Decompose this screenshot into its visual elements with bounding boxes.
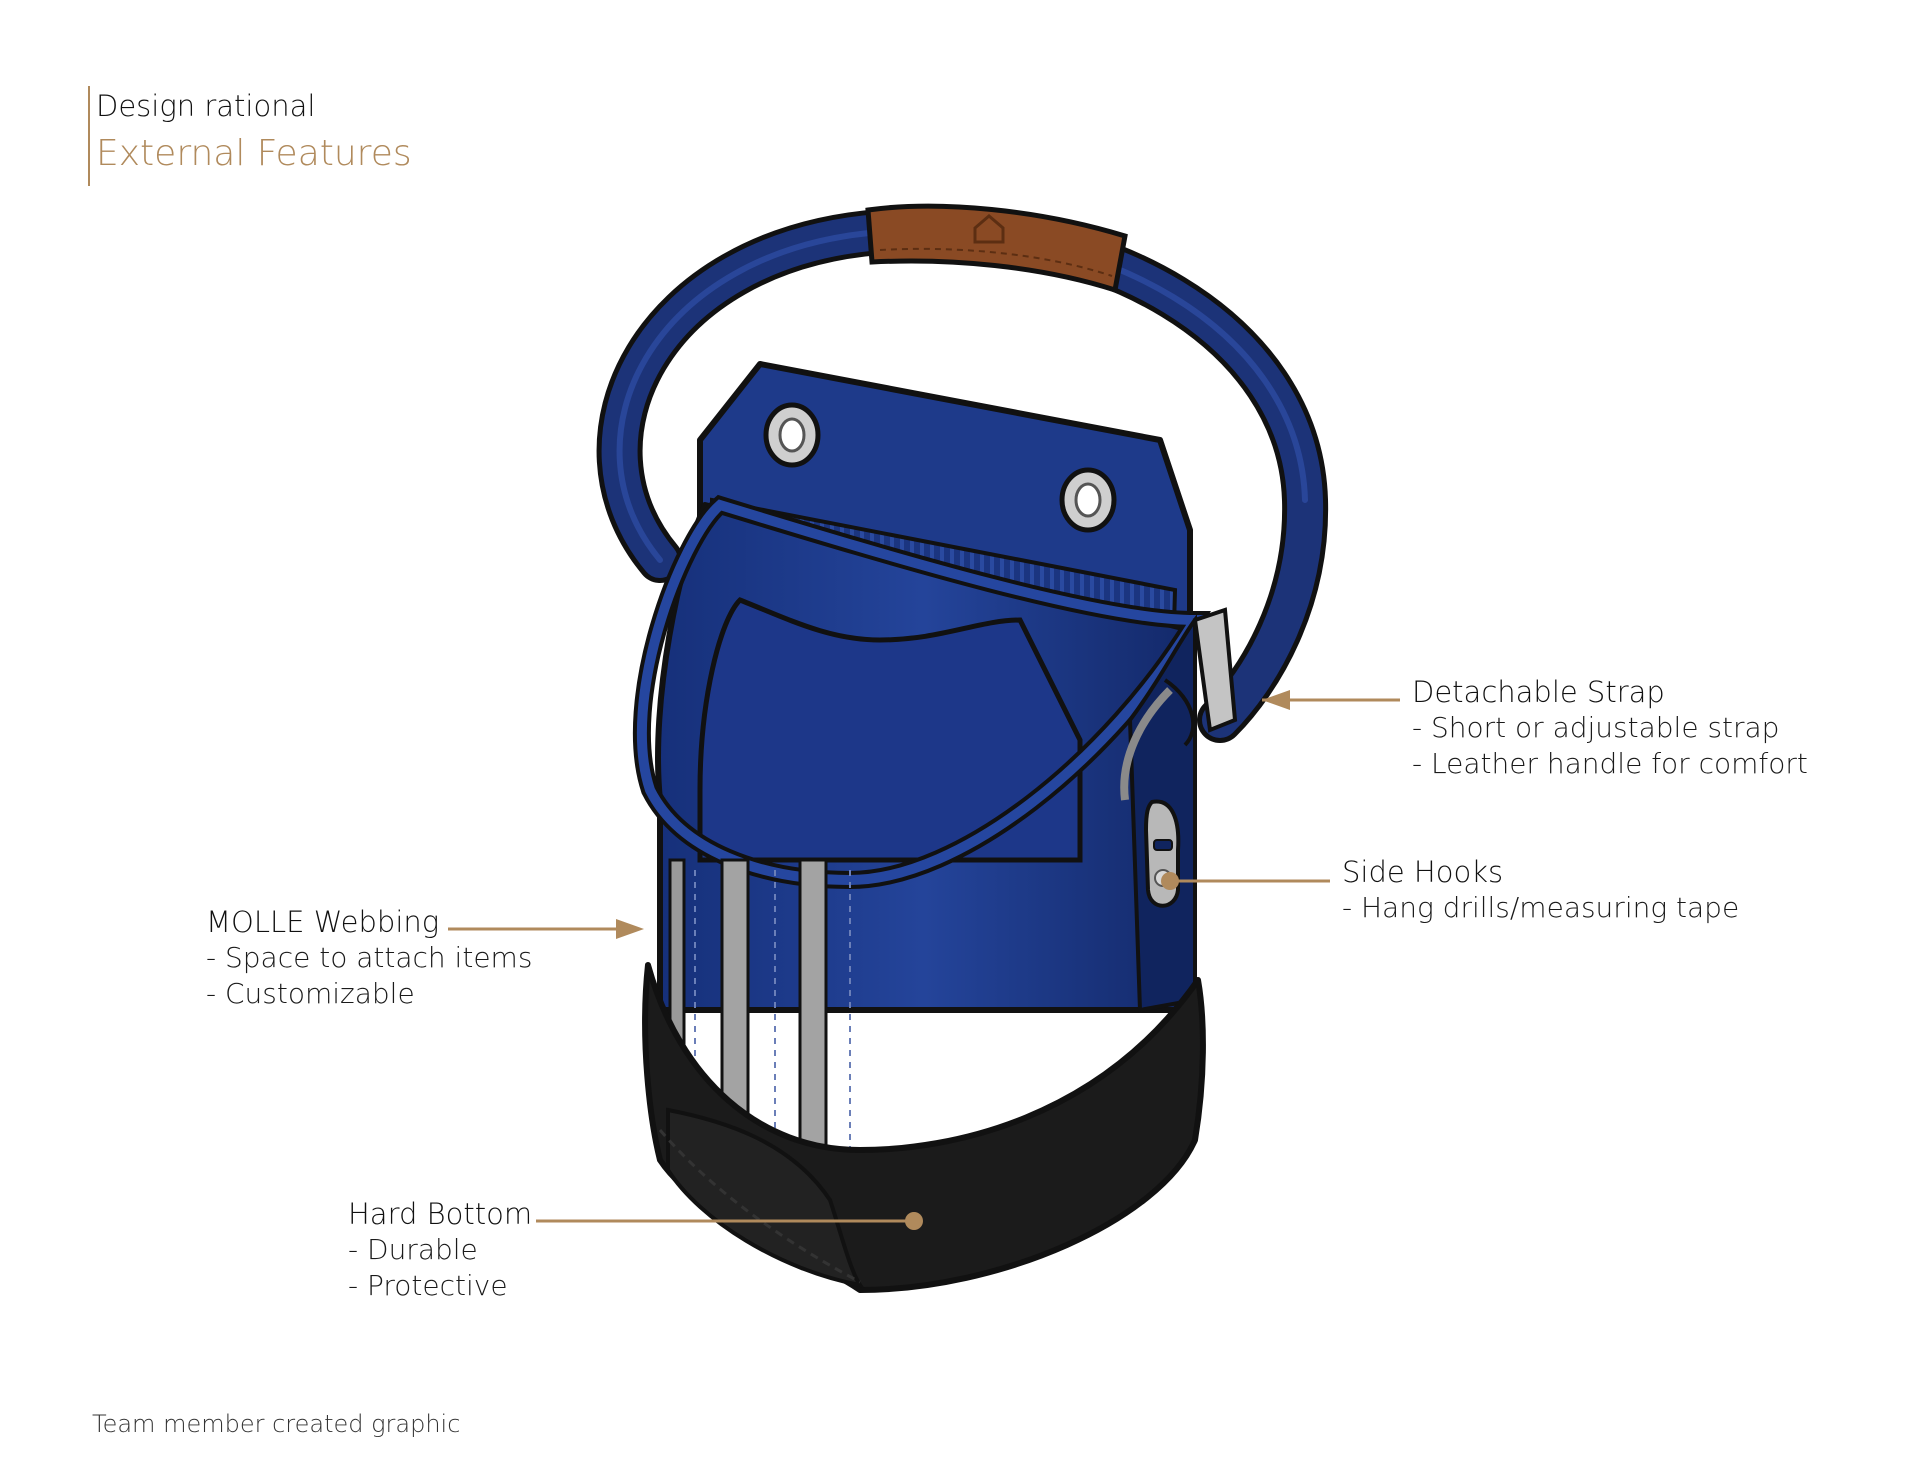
callout-molle-line-2: - Customizable bbox=[206, 976, 532, 1012]
callout-molle-line-1: - Space to attach items bbox=[206, 940, 532, 976]
callout-bottom-line-2: - Protective bbox=[348, 1268, 532, 1304]
callout-hooks-title: Side Hooks bbox=[1342, 854, 1739, 890]
grommet-icon bbox=[1062, 470, 1114, 530]
grommet-icon bbox=[766, 405, 818, 465]
callout-strap-title: Detachable Strap bbox=[1412, 674, 1808, 710]
callout-molle-webbing: MOLLE Webbing - Space to attach items - … bbox=[206, 904, 532, 1012]
leader-strap bbox=[1262, 690, 1400, 710]
leather-handle bbox=[868, 206, 1125, 290]
callout-bottom-title: Hard Bottom bbox=[348, 1196, 532, 1232]
callout-strap-line-1: - Short or adjustable strap bbox=[1412, 710, 1808, 746]
callout-molle-title: MOLLE Webbing bbox=[206, 904, 532, 940]
image-credit: Team member created graphic bbox=[92, 1410, 460, 1438]
callout-hard-bottom: Hard Bottom - Durable - Protective bbox=[348, 1196, 532, 1304]
callout-bottom-line-1: - Durable bbox=[348, 1232, 532, 1268]
callout-hooks-line-1: - Hang drills/measuring tape bbox=[1342, 890, 1739, 926]
callout-detachable-strap: Detachable Strap - Short or adjustable s… bbox=[1412, 674, 1808, 782]
side-hook-icon bbox=[1146, 802, 1178, 906]
callout-side-hooks: Side Hooks - Hang drills/measuring tape bbox=[1342, 854, 1739, 926]
callout-strap-line-2: - Leather handle for comfort bbox=[1412, 746, 1808, 782]
